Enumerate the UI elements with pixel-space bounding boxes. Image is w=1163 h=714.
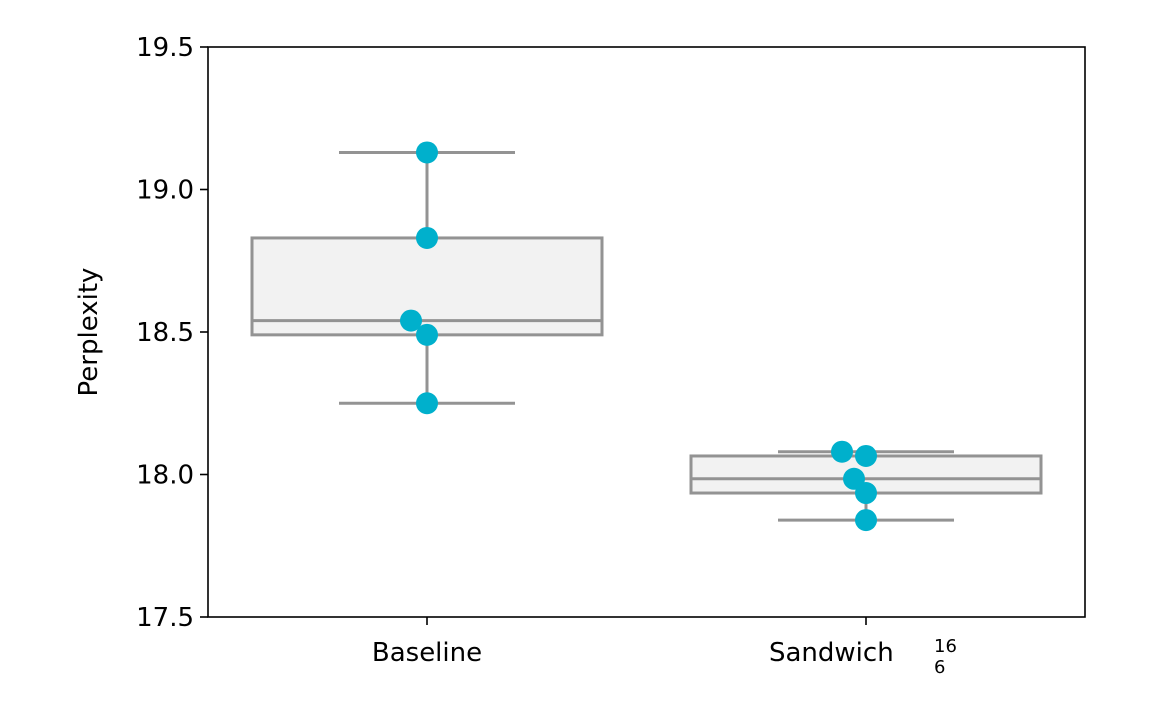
data-point bbox=[855, 444, 877, 467]
y-tick-label: 19.5 bbox=[136, 33, 194, 63]
y-tick-label: 18.5 bbox=[136, 318, 194, 348]
data-point bbox=[416, 141, 438, 164]
data-point bbox=[831, 440, 853, 463]
plot-area bbox=[250, 141, 1043, 532]
y-tick-label: 17.5 bbox=[136, 603, 194, 633]
category-superscript: 16 bbox=[934, 636, 957, 657]
x-tick-label: Baseline bbox=[372, 638, 482, 668]
data-point bbox=[400, 309, 422, 332]
data-point bbox=[855, 482, 877, 505]
y-tick-label: 18.0 bbox=[136, 461, 194, 491]
category-name: Baseline bbox=[372, 638, 482, 668]
y-axis-label: Perplexity bbox=[74, 268, 104, 397]
x-tick-label: Sandwich bbox=[769, 638, 894, 668]
y-tick-label: 19.0 bbox=[136, 176, 194, 206]
box-iqr bbox=[250, 236, 604, 337]
data-point bbox=[416, 226, 438, 249]
data-point bbox=[416, 392, 438, 415]
data-point bbox=[416, 323, 438, 346]
data-point bbox=[855, 509, 877, 532]
category-name: Sandwich bbox=[769, 638, 894, 668]
box-group bbox=[250, 150, 604, 405]
category-subscript: 6 bbox=[934, 657, 945, 678]
